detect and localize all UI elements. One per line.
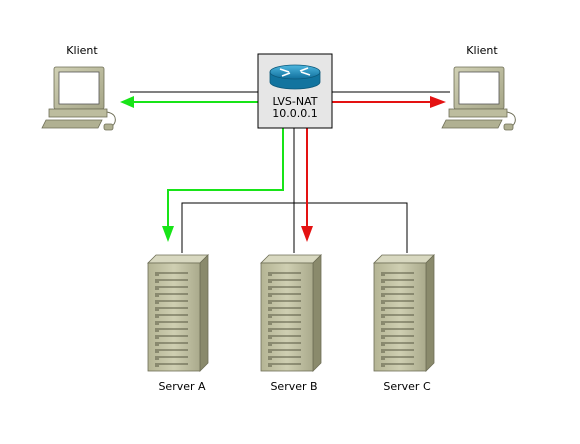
client-left-label: Klient [66, 44, 98, 57]
server-c-label: Server C [383, 380, 431, 393]
router-ip: 10.0.0.1 [272, 107, 317, 120]
server-b: Server B [260, 254, 322, 393]
green-arrowhead-left [120, 96, 134, 108]
response-flow [301, 96, 446, 242]
router-icon [269, 64, 321, 90]
network-links [130, 91, 450, 253]
green-arrowhead-down [162, 226, 174, 242]
client-left: Klient [41, 44, 116, 131]
router-node: LVS-NAT 10.0.0.1 [257, 53, 333, 129]
green-arrow-to-server-a [167, 128, 284, 228]
client-right: Klient [441, 44, 516, 131]
computer-icon [41, 66, 116, 131]
server-b-label: Server B [270, 380, 317, 393]
server-a: Server A [147, 254, 209, 393]
red-arrowhead-right [430, 96, 446, 108]
router-name: LVS-NAT [272, 95, 317, 108]
client-right-label: Klient [466, 44, 498, 57]
request-flow [120, 96, 284, 242]
server-icon [260, 254, 322, 372]
server-icon [147, 254, 209, 372]
computer-icon [441, 66, 516, 131]
server-c: Server C [373, 254, 435, 393]
server-icon [373, 254, 435, 372]
server-a-label: Server A [158, 380, 206, 393]
red-arrowhead-down [301, 226, 313, 242]
